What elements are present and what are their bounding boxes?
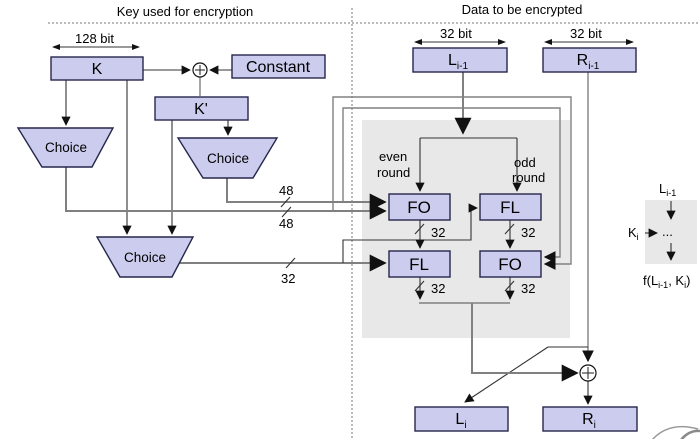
arrow-left bbox=[52, 44, 60, 50]
left-data-width-label: 32 bit bbox=[440, 26, 472, 41]
choice3-trapezoid bbox=[95, 236, 195, 278]
arrow-right bbox=[132, 44, 140, 50]
choice2-trapezoid bbox=[176, 137, 279, 179]
corner-arc-decoration bbox=[651, 425, 699, 439]
fo1-label: FO bbox=[407, 198, 431, 217]
even-round-label: even bbox=[379, 149, 407, 164]
bus-slash bbox=[414, 280, 425, 292]
48bit-wrap-inner-to-fo2 bbox=[342, 107, 561, 263]
choice1-label: Choice bbox=[45, 140, 87, 155]
arrow-right bbox=[498, 39, 506, 45]
mini-dots: ... bbox=[662, 224, 673, 239]
48bit-wrap-outer-to-fo2 bbox=[332, 96, 572, 270]
bus-slash bbox=[280, 196, 291, 208]
rprev-register-label: Ri-1 bbox=[577, 52, 600, 72]
arrow-left bbox=[414, 39, 422, 45]
right-data-width-label: 32 bit bbox=[570, 26, 602, 41]
width32-label: 32 bbox=[431, 281, 445, 296]
even-round-label2: round bbox=[377, 165, 410, 180]
mini-output-label: f(Li-1, Ki) bbox=[643, 273, 690, 290]
constant-box bbox=[231, 54, 326, 79]
choice1-48bit-bus bbox=[65, 167, 387, 220]
k-register-label: K bbox=[92, 61, 103, 78]
key-xor-node bbox=[192, 62, 208, 78]
bus-slash bbox=[285, 257, 296, 269]
corner-arc-decoration2 bbox=[680, 429, 700, 439]
width32-label: 32 bbox=[521, 225, 535, 240]
kprime-register-label: K' bbox=[194, 101, 208, 118]
arrow-left bbox=[544, 39, 552, 45]
round-output-to-xor bbox=[471, 303, 579, 382]
rout-register-label: Ri bbox=[582, 411, 596, 431]
fl1-label: FL bbox=[500, 198, 520, 217]
choice3-label: Choice bbox=[124, 250, 166, 265]
fl2-label: FL bbox=[409, 255, 429, 274]
kprime-register bbox=[154, 96, 249, 121]
right-section-title: Data to be encrypted bbox=[462, 2, 583, 17]
bus32-label: 32 bbox=[281, 271, 295, 286]
left-section-title: Key used for encryption bbox=[117, 4, 254, 19]
round-function-shaded-area bbox=[362, 120, 570, 338]
width32-label: 32 bbox=[521, 281, 535, 296]
choice2-label: Choice bbox=[207, 151, 249, 166]
constant-box-label: Constant bbox=[246, 59, 311, 76]
key-width-measure: 128 bit bbox=[52, 31, 140, 50]
mini-key-label: Ki bbox=[628, 225, 639, 242]
mini-input-label: Li-1 bbox=[659, 181, 676, 198]
choice1-trapezoid bbox=[16, 127, 115, 168]
fo2-label: FO bbox=[498, 255, 522, 274]
32bit-branch-to-fl1 bbox=[342, 203, 478, 263]
fl1-block bbox=[479, 193, 542, 221]
odd-round-label: odd bbox=[514, 155, 536, 170]
choice2-48bit-bus bbox=[226, 178, 387, 211]
fo1-block bbox=[388, 193, 451, 221]
lprev-register-label: Li-1 bbox=[448, 52, 468, 72]
lprev-register bbox=[412, 47, 508, 73]
left-data-width-measure: 32 bit bbox=[414, 26, 506, 45]
lout-register bbox=[414, 406, 509, 432]
key-width-label: 128 bit bbox=[75, 31, 114, 46]
mini-f-function-diagram: Li-1 Ki ... f(Li-1, Ki) bbox=[628, 181, 690, 290]
rout-register bbox=[542, 406, 638, 432]
right-data-width-measure: 32 bit bbox=[544, 26, 634, 45]
odd-round-label2: round bbox=[512, 170, 545, 185]
width32-label: 32 bbox=[431, 225, 445, 240]
bus-slash bbox=[504, 223, 515, 235]
bus48-top-label: 48 bbox=[279, 183, 293, 198]
data-xor-node bbox=[579, 364, 597, 382]
bus-slash bbox=[504, 280, 515, 292]
bus48-bottom-label: 48 bbox=[279, 216, 293, 231]
rprev-to-lout-diagonal bbox=[464, 346, 549, 403]
fl2-block bbox=[388, 250, 451, 278]
lout-register-label: Li bbox=[455, 411, 466, 431]
arrow-right bbox=[626, 39, 634, 45]
fo2-block bbox=[479, 250, 542, 278]
rprev-register bbox=[542, 47, 637, 73]
bus-slash bbox=[414, 223, 425, 235]
bus-slash bbox=[281, 206, 292, 218]
k-register bbox=[50, 56, 144, 81]
